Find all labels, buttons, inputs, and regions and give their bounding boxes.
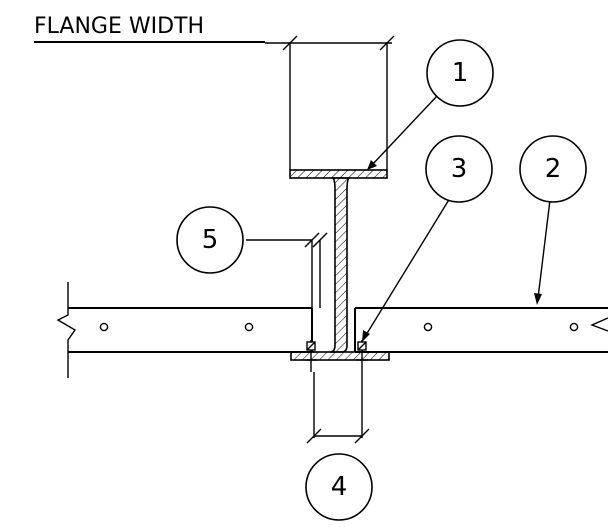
balloon-3: 3 [425,135,493,203]
leader-line-3 [362,197,451,342]
balloon-1: 1 [426,39,494,107]
flange-width-dimension [282,35,395,170]
left-precast-plank [68,307,313,353]
bearing-gap-dimension [304,232,328,308]
top-flange [289,169,388,179]
right-fastener [356,340,368,372]
bottom-flange [290,351,390,361]
core-hole [569,322,579,332]
balloon-1-label: 1 [452,58,469,88]
steel-i-beam [289,169,390,361]
balloon-5-label: 5 [202,225,219,255]
beam-web [329,177,351,353]
core-hole [244,322,254,332]
balloon-2: 2 [519,135,587,203]
leader-line-1 [367,95,438,170]
balloon-4-label: 4 [331,472,348,502]
left-break-line [56,282,77,378]
leader-line-2 [534,199,551,305]
core-hole [99,322,109,332]
core-hole [423,322,433,332]
right-break-line [590,317,608,332]
balloon-4: 4 [305,453,373,521]
balloon-5: 5 [176,206,244,274]
right-precast-plank [354,307,608,353]
balloon-2-label: 2 [545,154,562,184]
drawing-title: FLANGE WIDTH [34,14,204,39]
balloon-3-label: 3 [451,154,468,184]
left-fastener [305,340,317,372]
bolt-spacing-dimension [306,372,370,444]
